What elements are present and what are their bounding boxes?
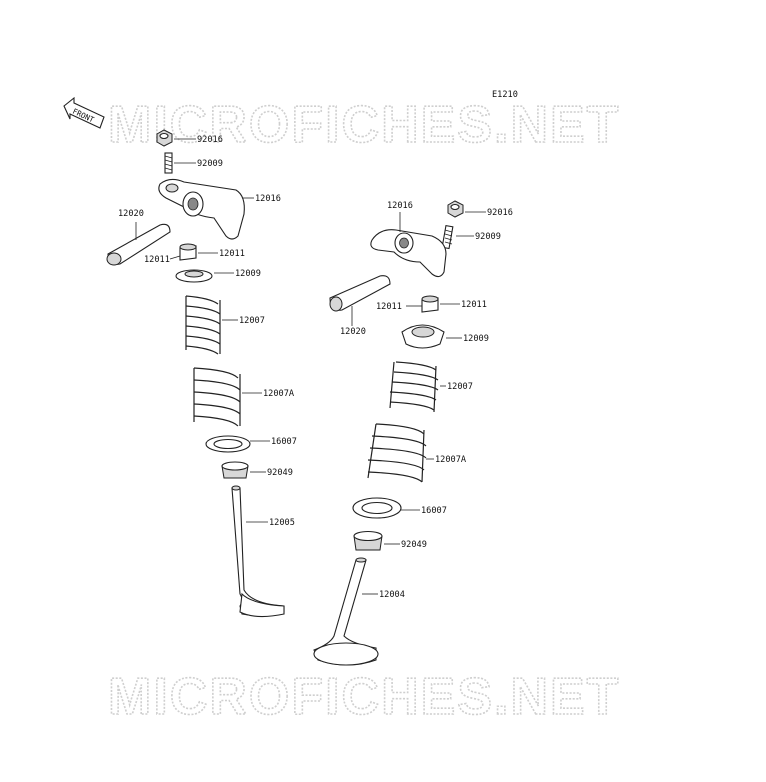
valve-seal-92049-left[interactable]	[221, 461, 249, 479]
label-12005: 12005	[269, 518, 295, 528]
label-12016-left: 12016	[255, 194, 281, 204]
rocker-shaft-12020-right[interactable]	[329, 275, 391, 312]
screw-92009-left[interactable]	[164, 152, 173, 174]
label-92009-right: 92009	[475, 232, 501, 242]
inner-spring-12007-right[interactable]	[389, 361, 439, 413]
label-92009-left: 92009	[197, 159, 223, 169]
front-arrow-icon: FRONT	[63, 96, 105, 129]
label-12011-left-a: 12011	[144, 255, 170, 265]
nut-92016-right[interactable]	[447, 200, 464, 218]
screw-92009-right[interactable]	[441, 225, 454, 250]
diagram-code: E1210	[492, 90, 518, 100]
label-12009-right: 12009	[463, 334, 489, 344]
label-12020-right: 12020	[340, 327, 366, 337]
label-12004: 12004	[379, 590, 405, 600]
spring-retainer-12009-right[interactable]	[401, 324, 445, 349]
inner-spring-12007-left[interactable]	[185, 295, 221, 355]
outer-spring-12007A-right[interactable]	[367, 423, 427, 483]
watermark-bottom: MICROFICHES.NET	[108, 668, 620, 726]
cotter-12011-right[interactable]	[421, 295, 439, 313]
spring-retainer-12009-left[interactable]	[175, 269, 213, 283]
label-16007-right: 16007	[421, 506, 447, 516]
label-12009-left: 12009	[235, 269, 261, 279]
exhaust-valve-12005[interactable]	[231, 485, 285, 618]
outer-spring-12007A-left[interactable]	[193, 367, 241, 427]
label-12007A-right: 12007A	[435, 455, 467, 465]
rocker-arm-12016-left[interactable]	[158, 178, 245, 240]
rocker-shaft-12020-left[interactable]	[106, 223, 171, 266]
label-12011-right-a: 12011	[376, 302, 402, 312]
valve-seal-92049-right[interactable]	[353, 530, 383, 551]
label-12007-right: 12007	[447, 382, 473, 392]
label-12020-left: 12020	[118, 209, 144, 219]
intake-valve-12004[interactable]	[313, 557, 379, 666]
label-12016-right: 12016	[387, 201, 413, 211]
nut-92016-left[interactable]	[156, 129, 173, 147]
watermark-top: MICROFICHES.NET	[108, 96, 620, 154]
washer-16007-right[interactable]	[352, 497, 402, 519]
label-12011-left-b: 12011	[219, 249, 245, 259]
label-92049-left: 92049	[267, 468, 293, 478]
rocker-arm-12016-right[interactable]	[370, 229, 447, 278]
label-12007-left: 12007	[239, 316, 265, 326]
label-92016-left: 92016	[197, 135, 223, 145]
label-92016-right: 92016	[487, 208, 513, 218]
label-12007A-left: 12007A	[263, 389, 295, 399]
label-12011-right-b: 12011	[461, 300, 487, 310]
label-92049-right: 92049	[401, 540, 427, 550]
cotter-12011-left[interactable]	[179, 243, 197, 261]
washer-16007-left[interactable]	[205, 435, 251, 453]
label-16007-left: 16007	[271, 437, 297, 447]
